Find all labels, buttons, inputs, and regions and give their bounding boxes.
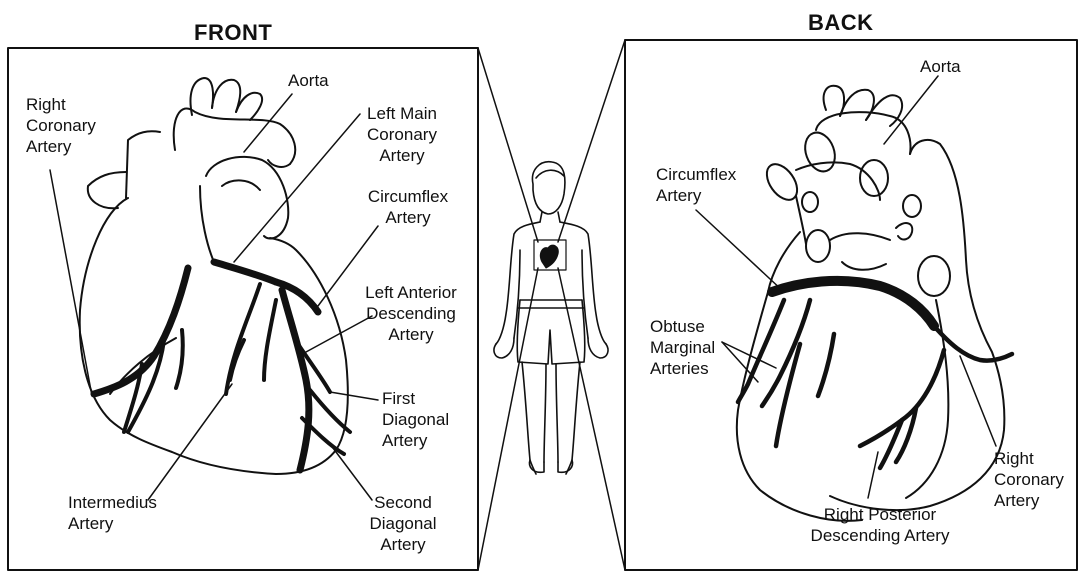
back-vessel-oval-6 [806,230,830,262]
front-intermedius-label: Intermedius Artery [68,492,157,534]
back-leader-lines [696,76,996,498]
back-vessel-oval-5 [802,192,818,212]
body-heart-mark [540,245,558,268]
back-obtuse-marginal-label: Obtuse Marginal Arteries [650,316,715,379]
back-rpda-label: Right Posterior Descending Artery [790,504,970,546]
back-vessel-oval-3 [860,160,888,196]
back-vessel-oval-4 [903,195,921,217]
front-title: FRONT [194,20,272,46]
back-vessel-oval-1 [800,128,840,175]
front-arteries [94,262,318,470]
front-circumflex-label: Circumflex Artery [358,186,458,228]
front-leader-lines [50,94,378,500]
back-circumflex-label: Circumflex Artery [656,164,736,206]
front-left-main-label: Left Main Coronary Artery [352,103,452,166]
back-right-coronary-label: Right Coronary Artery [994,448,1064,511]
front-right-coronary-label: Right Coronary Artery [26,94,96,157]
front-second-diagonal-label: Second Diagonal Artery [360,492,446,555]
back-title: BACK [808,10,874,36]
connector-lines [478,40,625,570]
back-heart-outline [737,86,1005,521]
body-figure [494,162,608,474]
back-arteries [772,281,934,326]
back-vessel-oval-7 [918,256,950,296]
back-aorta-label: Aorta [920,56,961,77]
front-lad-label: Left Anterior Descending Artery [352,282,470,345]
front-aorta-label: Aorta [288,70,329,91]
front-first-diagonal-label: First Diagonal Artery [382,388,449,451]
